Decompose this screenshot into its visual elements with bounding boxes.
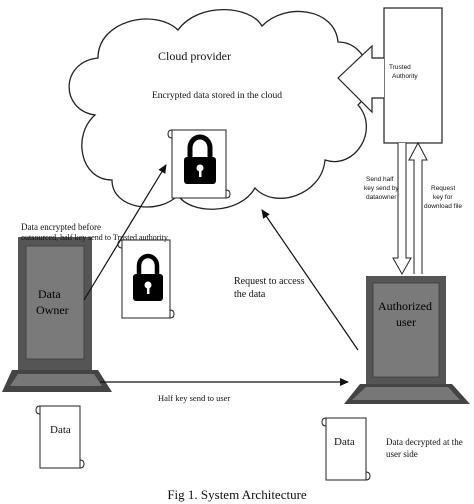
cloud-icon [68,9,370,210]
trusted-authority-label-2: Authority [392,73,418,80]
trusted-authority-label-1: Trusted [389,64,411,71]
annotation-encrypted-before-2: outsourced, half key send to Trusted aut… [21,233,168,242]
annotation-encrypted-before-1: Data encrypted before [21,222,101,232]
lock-icon [184,134,216,184]
owner-to-cloud-arrow-icon [83,164,167,301]
user-data-document-icon [321,417,371,481]
authority-to-cloud-arrow-icon [337,44,384,114]
authorized-user-label-1: Authorized [378,299,432,313]
user-document-label: Data [334,436,355,448]
cloud-subtitle: Encrypted data stored in the cloud [152,91,283,101]
annotation-send-half-key-3: dataowner [366,194,397,201]
data-owner-label-2: Owner [36,303,69,317]
send-half-key-arrow-icon [392,143,412,276]
annotation-request-key-3: download file [424,203,462,210]
annotation-request-access-2: the data [234,289,266,300]
data-owner-label-1: Data [38,287,61,301]
authorized-user-laptop-icon [344,276,470,404]
annotation-half-key-user: Half key send to user [158,393,231,403]
user-to-cloud-arrow-icon [261,209,359,351]
request-key-arrow-icon [408,141,428,274]
owner-document-label: Data [50,424,71,436]
annotation-decrypted-2: user side [386,449,418,459]
data-owner-laptop-icon [2,237,112,392]
annotation-request-key-2: key for [433,194,453,201]
annotation-send-half-key-1: Send half [366,176,394,183]
annotation-decrypted-1: Data decrypted at the [386,437,463,447]
cloud-title: Cloud provider [158,49,231,63]
annotation-request-key-1: Request [431,185,456,192]
owner-lock-icon [133,253,163,301]
authorized-user-label-2: user [396,315,416,329]
annotation-send-half-key-2: key send by [364,185,399,192]
owner-data-document-icon [35,405,85,469]
figure-caption: Fig 1. System Architecture [167,487,307,502]
trusted-authority-box [383,7,443,144]
annotation-request-access-1: Request to access [234,276,305,287]
